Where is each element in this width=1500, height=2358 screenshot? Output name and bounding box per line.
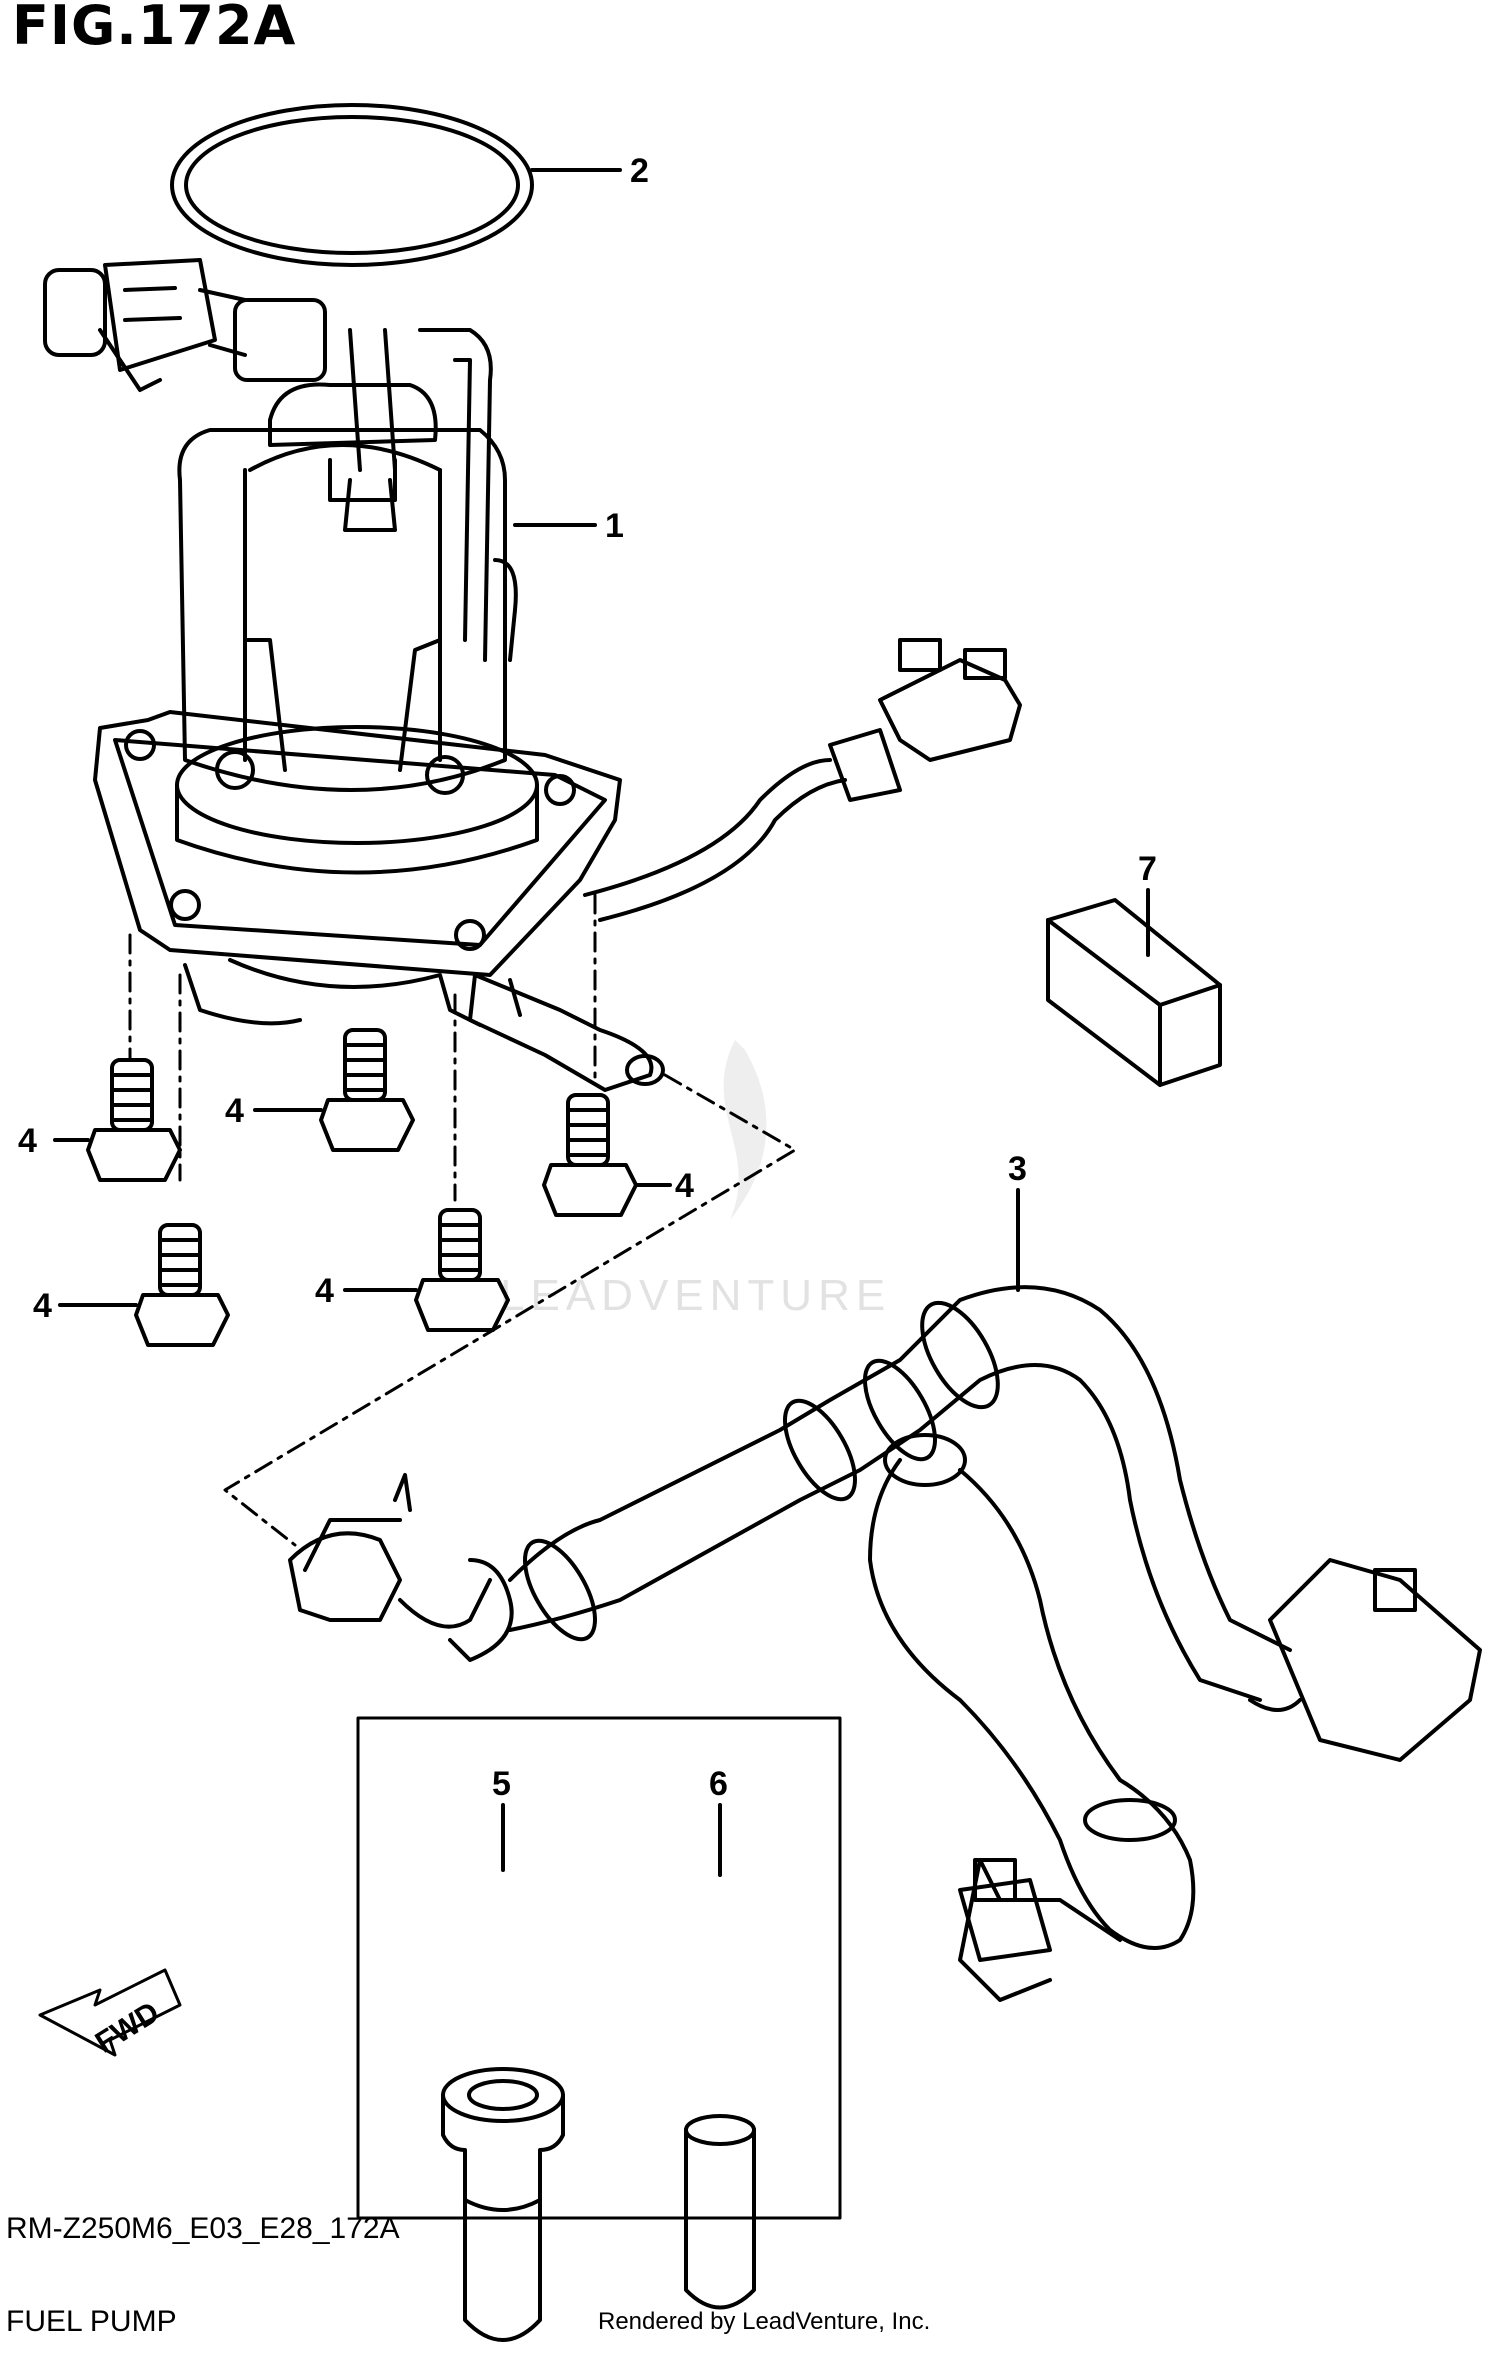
parts-inset-box (356, 1716, 842, 2220)
cap-part-6[interactable] (684, 2114, 756, 2310)
callout-part-4e: 4 (315, 1272, 334, 1310)
callout-part-4a: 4 (18, 1122, 37, 1160)
model-code: RM-Z250M6_E03_E28_172A (6, 2212, 400, 2245)
fwd-direction-arrow: FWD (38, 1968, 182, 2060)
section-name: FUEL PUMP (6, 2305, 177, 2338)
watermark: LEADVENTURE (500, 1040, 891, 1320)
bolt-part-4-c[interactable] (542, 1093, 638, 1217)
bolt-part-4-b[interactable] (319, 1028, 415, 1152)
bolt-part-4-e[interactable] (414, 1208, 510, 1332)
alignment-lines (128, 893, 797, 1547)
pad-part-7[interactable] (1046, 898, 1222, 1087)
callout-part-3: 3 (1008, 1150, 1027, 1188)
callout-part-2: 2 (630, 152, 649, 190)
callout-part-1: 1 (605, 507, 624, 545)
fuel-hose-part-3[interactable] (288, 1285, 1482, 2002)
callout-part-6: 6 (709, 1765, 728, 1803)
callout-part-4b: 4 (225, 1092, 244, 1130)
bolt-part-4-d[interactable] (134, 1223, 230, 1347)
o-ring-part-2[interactable] (170, 103, 534, 267)
callout-part-7: 7 (1138, 850, 1157, 888)
watermark-text: LEADVENTURE (500, 1271, 891, 1320)
bolt-part-4-a[interactable] (86, 1058, 182, 1182)
render-credit: Rendered by LeadVenture, Inc. (598, 2308, 931, 2335)
bolt-leaders (53, 1108, 672, 1307)
callout-part-5: 5 (492, 1765, 511, 1803)
inset-leaders (501, 1803, 722, 1877)
fuel-pump-assembly-part-1[interactable] (43, 258, 1022, 1092)
fwd-label: FWD (90, 1996, 165, 2060)
callout-part-4d: 4 (33, 1287, 52, 1325)
callout-part-4c: 4 (675, 1167, 694, 1205)
figure-title: FIG.172A (12, 0, 297, 57)
filter-part-5[interactable] (441, 2067, 565, 2342)
